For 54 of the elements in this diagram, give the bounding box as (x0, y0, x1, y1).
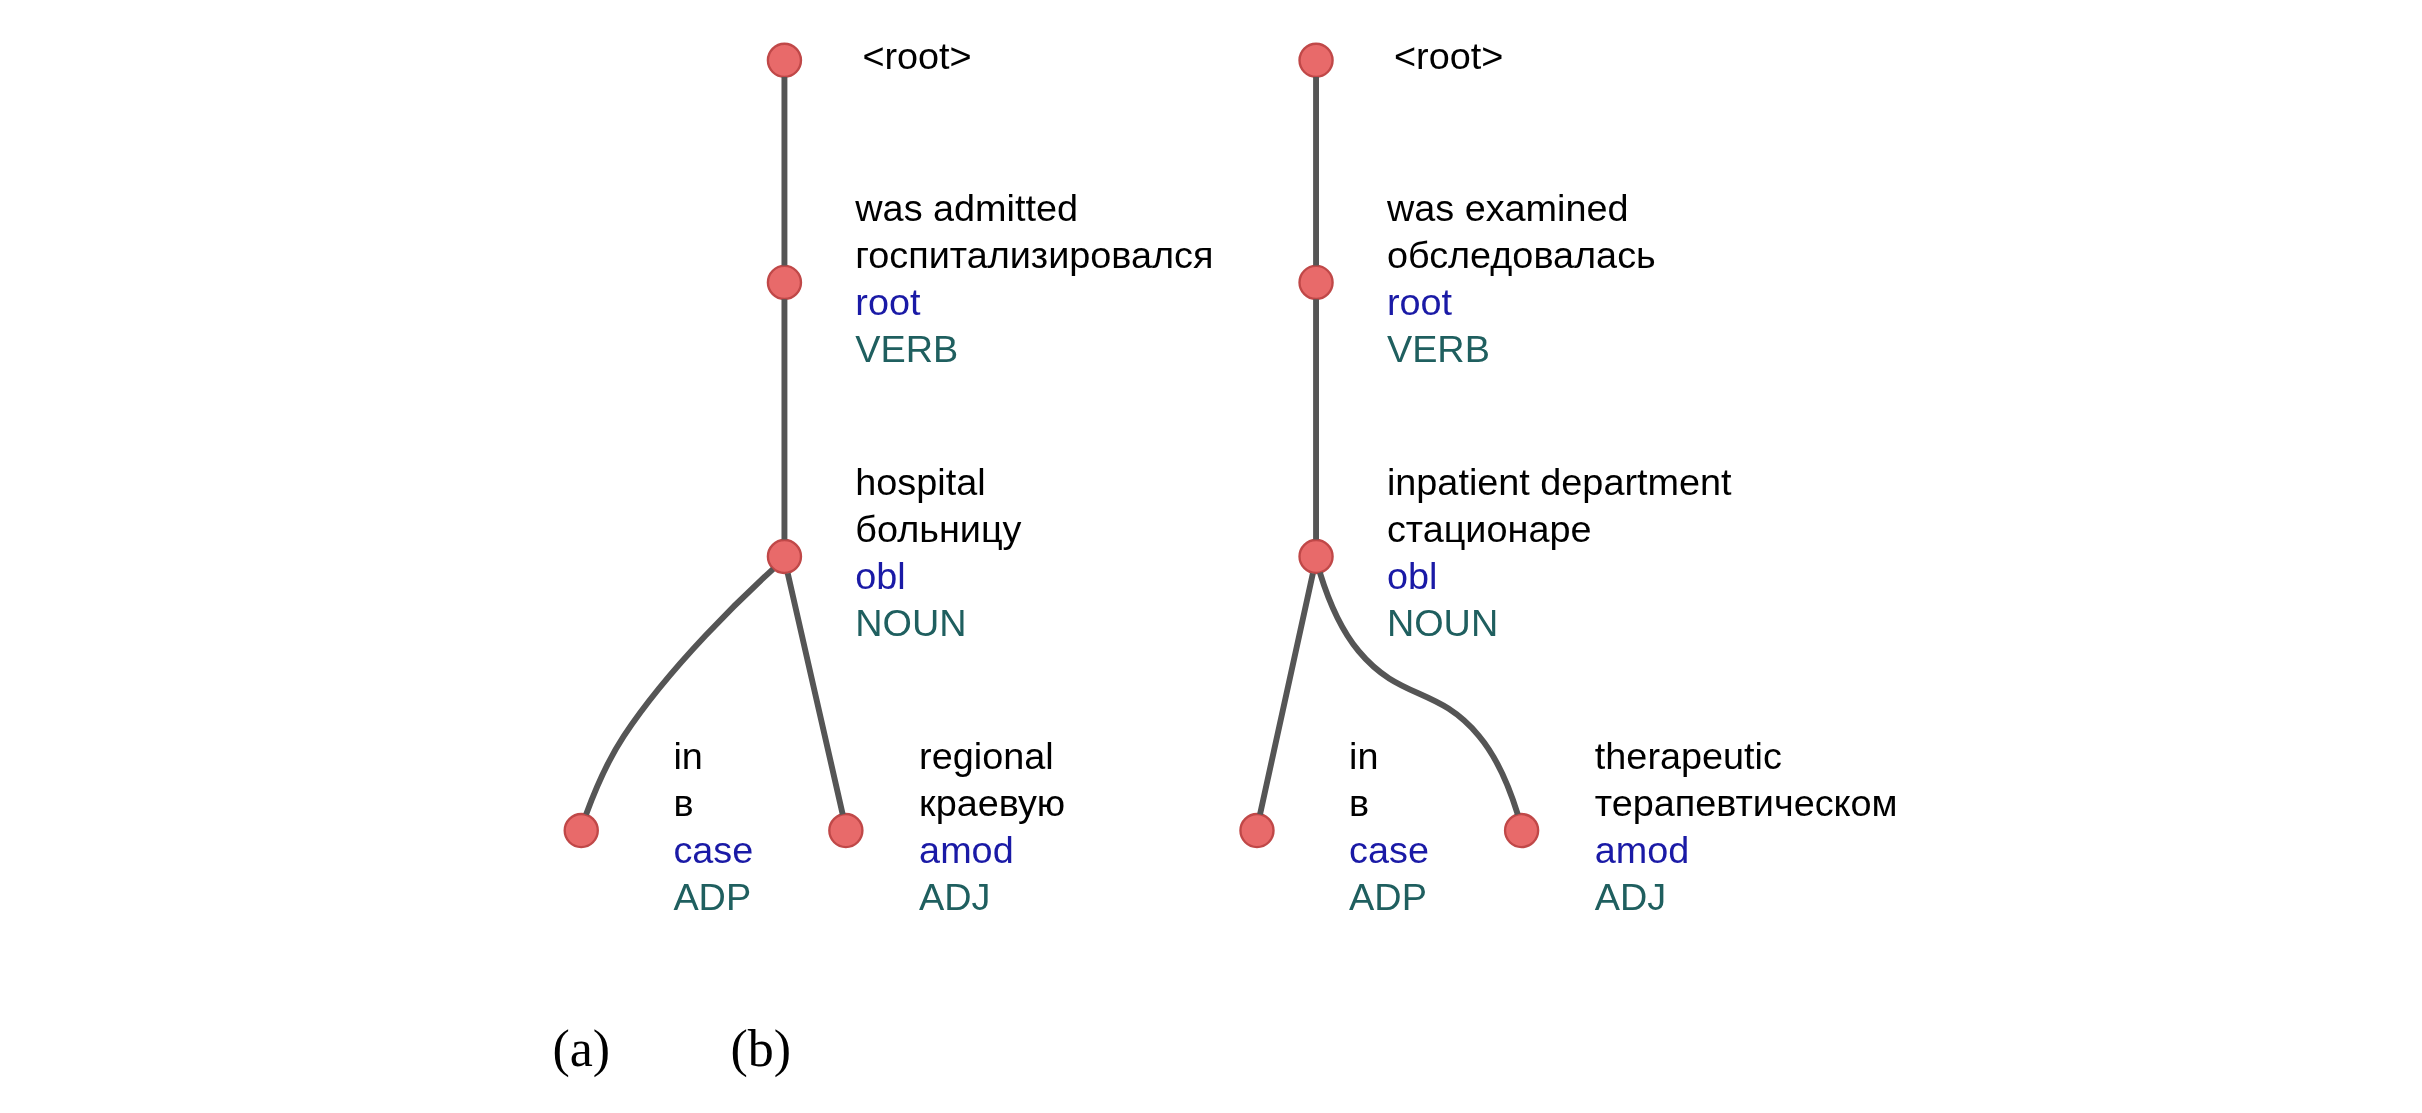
connector (781, 299, 787, 540)
node-label: in (672, 734, 703, 777)
node-circle (827, 812, 864, 849)
label: (a) (551, 1019, 610, 1077)
node-circle (766, 42, 802, 79)
node-label: case (672, 829, 753, 872)
node-label: госпитализировался (854, 233, 1213, 276)
node-circle (1297, 538, 1334, 575)
connector (1312, 299, 1319, 540)
connector (784, 572, 846, 815)
connector (1256, 572, 1316, 815)
label: (b) (730, 1019, 791, 1077)
node-label: obl (854, 555, 906, 598)
node-label: в (672, 781, 693, 824)
connector (781, 76, 787, 266)
node-label: NOUN (1386, 602, 1498, 645)
node-label: amod (918, 829, 1014, 872)
node-label: ADP (1348, 876, 1427, 919)
node-label: was admitted (854, 186, 1078, 229)
node-label: root (854, 281, 920, 324)
node-label: therapeutic (1594, 734, 1782, 777)
node-circle (1503, 812, 1539, 849)
node-label: в (1348, 781, 1369, 824)
node-label: ADJ (918, 876, 991, 919)
node-label: was examined (1386, 186, 1629, 229)
node-label: ADJ (1594, 876, 1666, 919)
connector (1316, 571, 1521, 816)
node-label: краевую (918, 781, 1065, 824)
node-label: inpatient department (1386, 460, 1732, 503)
node-label: <root> (1393, 35, 1503, 78)
node-circle (1238, 812, 1275, 849)
node-circle (1297, 264, 1334, 301)
node-label: VERB (854, 328, 958, 371)
node-label: root (1386, 281, 1452, 324)
node-label: case (1348, 829, 1429, 872)
node-label: hospital (854, 460, 986, 503)
node-label: ADP (672, 876, 751, 919)
node-label: in (1348, 734, 1379, 777)
node-label: <root> (861, 35, 972, 78)
node-label: стационаре (1386, 507, 1591, 550)
node-circle (766, 538, 802, 575)
node-label: больницу (854, 507, 1021, 550)
node-circle (1297, 42, 1334, 79)
connector (582, 566, 775, 816)
node-circle (563, 812, 599, 849)
node-label: обследовалась (1386, 233, 1656, 276)
node-circle (766, 264, 802, 301)
node-label: regional (918, 734, 1054, 777)
node-label: obl (1386, 555, 1437, 598)
connector (1312, 76, 1319, 266)
node-label: NOUN (854, 602, 967, 645)
node-label: терапевтическом (1594, 781, 1898, 824)
node-label: VERB (1386, 328, 1490, 371)
node-label: amod (1594, 829, 1689, 872)
